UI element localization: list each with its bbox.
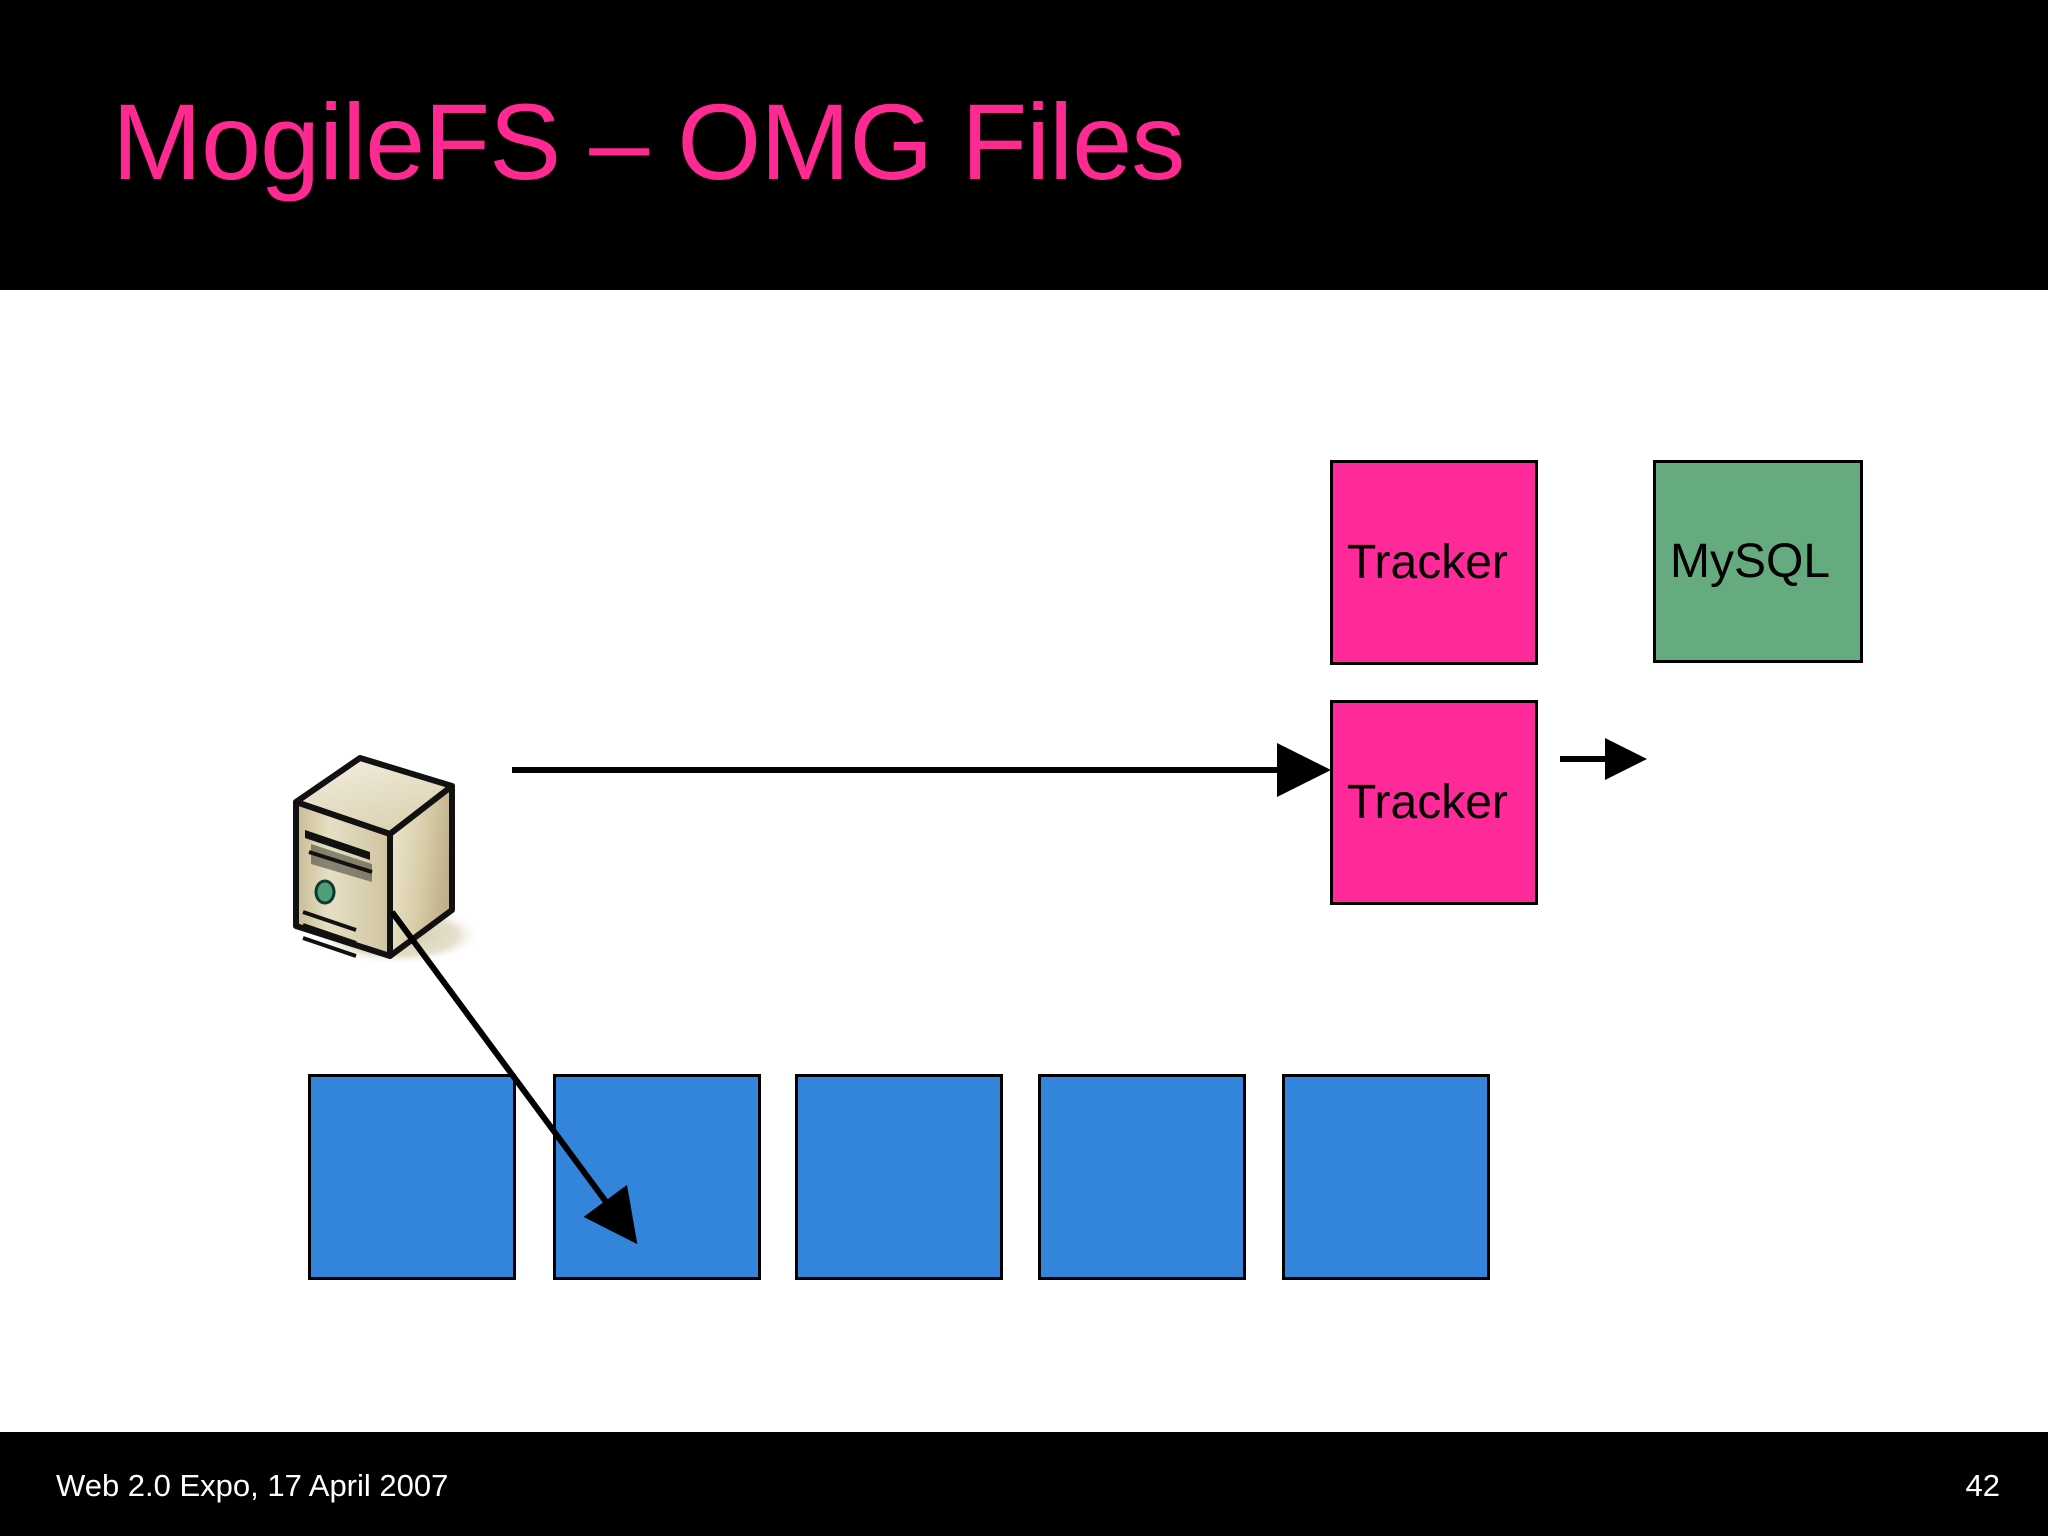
server-vent-line-1 xyxy=(308,850,373,874)
page-title: MogileFS – OMG Files xyxy=(112,81,1185,202)
slide-footer-bar xyxy=(0,1432,2048,1536)
server-line-c xyxy=(302,936,357,958)
server-icon xyxy=(258,730,488,980)
page-number: 42 xyxy=(1965,1468,2000,1503)
node-storage-5[interactable] xyxy=(1282,1074,1490,1280)
slide-header-bar xyxy=(0,0,2048,290)
node-storage-1[interactable] xyxy=(308,1074,516,1280)
node-tracker-1-label: Tracker xyxy=(1347,536,1508,589)
node-tracker-2[interactable]: Tracker xyxy=(1330,700,1538,905)
node-storage-2[interactable] xyxy=(553,1074,761,1280)
node-mysql[interactable]: MySQL xyxy=(1653,460,1863,663)
server-power-led xyxy=(314,879,336,905)
node-tracker-2-label: Tracker xyxy=(1347,776,1508,829)
node-mysql-label: MySQL xyxy=(1670,535,1831,588)
server-line-a xyxy=(302,910,357,932)
server-drive-slot xyxy=(305,830,370,860)
node-storage-4[interactable] xyxy=(1038,1074,1246,1280)
node-storage-3[interactable] xyxy=(795,1074,1003,1280)
node-tracker-1[interactable]: Tracker xyxy=(1330,460,1538,665)
footer-event-label: Web 2.0 Expo, 17 April 2007 xyxy=(56,1468,449,1503)
diagram-canvas: Tracker Tracker MySQL xyxy=(0,290,2048,1432)
server-line-b xyxy=(302,923,357,945)
